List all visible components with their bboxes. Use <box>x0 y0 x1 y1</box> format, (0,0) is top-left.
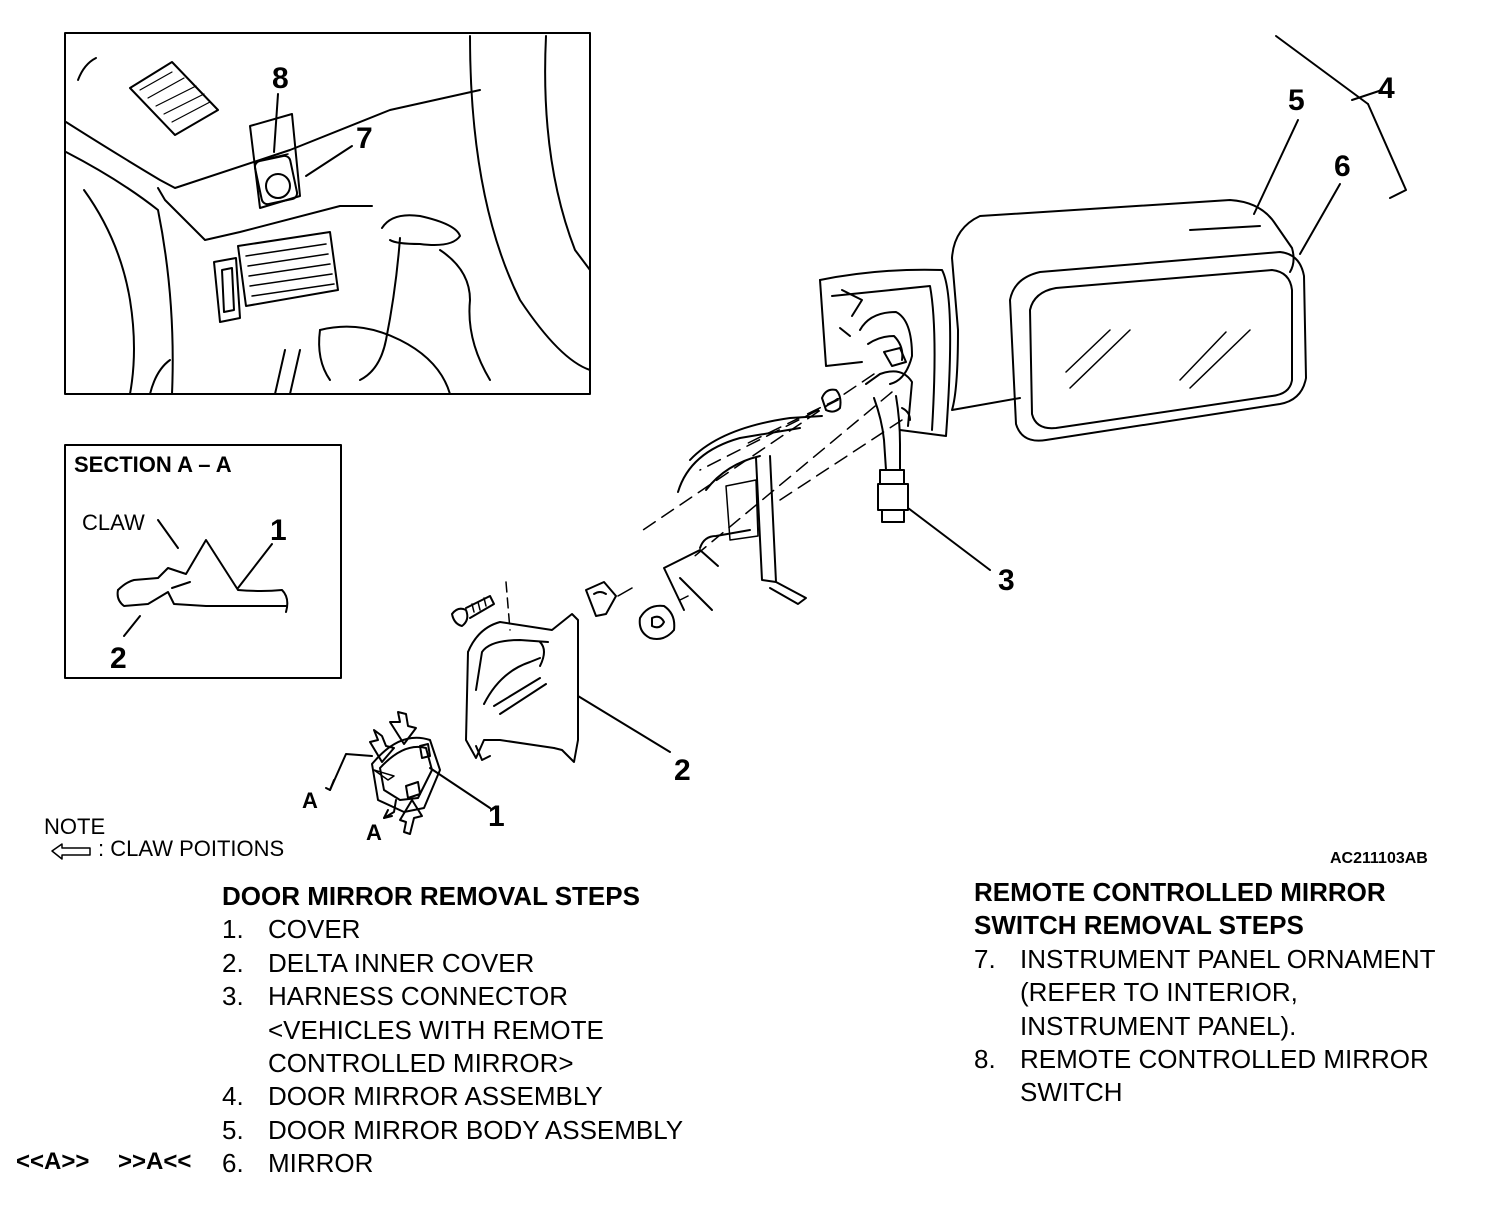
switch-heading-line-2: SWITCH REMOVAL STEPS <box>974 910 1304 941</box>
door-mirror-assembly <box>451 199 1307 640</box>
step-line: DOOR MIRROR ASSEMBLY <box>268 1081 603 1112</box>
section-callout-2: 2 <box>110 642 127 675</box>
step-text: DELTA INNER COVER <box>268 947 534 980</box>
note-text: : CLAW POITIONS <box>98 836 284 861</box>
step-line: MIRROR <box>268 1148 374 1179</box>
door-mirror-heading: DOOR MIRROR REMOVAL STEPS <box>222 881 640 911</box>
door-mirror-steps: DOOR MIRROR REMOVAL STEPS 1. COVER 2. DELTA… <box>222 880 842 1181</box>
step-text: INSTRUMENT PANEL ORNAMENT(REFER TO INTER… <box>1020 943 1436 1043</box>
step-text: DOOR MIRROR ASSEMBLY <box>268 1080 603 1113</box>
step-item: 7. INSTRUMENT PANEL ORNAMENT(REFER TO INT… <box>974 943 1494 1043</box>
step-line: DOOR MIRROR BODY ASSEMBLY <box>268 1114 684 1145</box>
removal-tag: <<A>> <box>16 1148 90 1175</box>
cover-drawing <box>325 711 441 835</box>
step-item: 4. DOOR MIRROR ASSEMBLY <box>222 1080 842 1113</box>
step-item: 3. HARNESS CONNECTOR<VEHICLES WITH REMOTE… <box>222 980 842 1080</box>
step-number: 6. <box>222 1148 244 1179</box>
step-line: SWITCH <box>1020 1077 1123 1108</box>
step-line: <VEHICLES WITH REMOTE <box>268 1014 604 1045</box>
callout-1: 1 <box>488 800 505 833</box>
step-line: REMOTE CONTROLLED MIRROR <box>1020 1044 1429 1075</box>
switch-steps: REMOTE CONTROLLED MIRROR SWITCH REMOVAL … <box>974 876 1494 1110</box>
step-text: COVER <box>268 913 360 946</box>
step-item: 6. MIRROR <box>222 1147 842 1180</box>
step-text: MIRROR <box>268 1147 373 1180</box>
callout-7: 7 <box>356 122 373 155</box>
step-line: (REFER TO INTERIOR, <box>1020 977 1298 1008</box>
section-mark-a-lower: A <box>366 820 382 845</box>
delta-inner-cover-drawing <box>465 613 579 763</box>
switch-step-list: 7. INSTRUMENT PANEL ORNAMENT(REFER TO INT… <box>974 943 1494 1110</box>
callout-5: 5 <box>1288 84 1305 117</box>
step-line: CONTROLLED MIRROR> <box>268 1048 574 1079</box>
section-mark-a-upper: A <box>302 788 318 813</box>
step-number: 8. <box>974 1044 996 1075</box>
step-line: COVER <box>268 914 361 945</box>
step-line: INSTRUMENT PANEL ORNAMENT <box>1020 943 1436 974</box>
step-item: 5. DOOR MIRROR BODY ASSEMBLY <box>222 1114 842 1147</box>
section-callout-1: 1 <box>270 514 287 547</box>
section-title: SECTION A – A <box>74 452 232 477</box>
step-number: 4. <box>222 1081 244 1112</box>
step-number: 1. <box>222 914 244 945</box>
step-number: 5. <box>222 1114 244 1145</box>
step-number: 2. <box>222 947 244 978</box>
callout-4: 4 <box>1378 72 1395 105</box>
callout-8: 8 <box>272 62 289 95</box>
step-item: 2. DELTA INNER COVER <box>222 947 842 980</box>
door-mirror-step-list: 1. COVER 2. DELTA INNER COVER 3. HARNESS CONN… <box>222 913 842 1180</box>
callout-2: 2 <box>674 754 691 787</box>
step-item: 1. COVER <box>222 913 842 946</box>
figure-id: AC211103AB <box>1330 850 1428 867</box>
step-number: 7. <box>974 943 996 974</box>
callout-6: 6 <box>1334 150 1351 183</box>
install-tag: >>A<< <box>118 1148 192 1175</box>
dashboard-inset <box>64 32 591 395</box>
callout-3: 3 <box>998 564 1015 597</box>
claw-label: CLAW <box>82 510 145 535</box>
switch-heading-line-1: REMOTE CONTROLLED MIRROR <box>974 877 1386 907</box>
note-arrow-icon <box>51 843 91 860</box>
step-line: HARNESS CONNECTOR <box>268 981 569 1012</box>
step-line: INSTRUMENT PANEL). <box>1020 1010 1297 1041</box>
note-title: NOTE <box>44 814 105 839</box>
step-text: DOOR MIRROR BODY ASSEMBLY <box>268 1114 683 1147</box>
step-line: DELTA INNER COVER <box>268 947 535 978</box>
step-number: 3. <box>222 981 244 1012</box>
section-a-a-inset <box>64 444 342 679</box>
